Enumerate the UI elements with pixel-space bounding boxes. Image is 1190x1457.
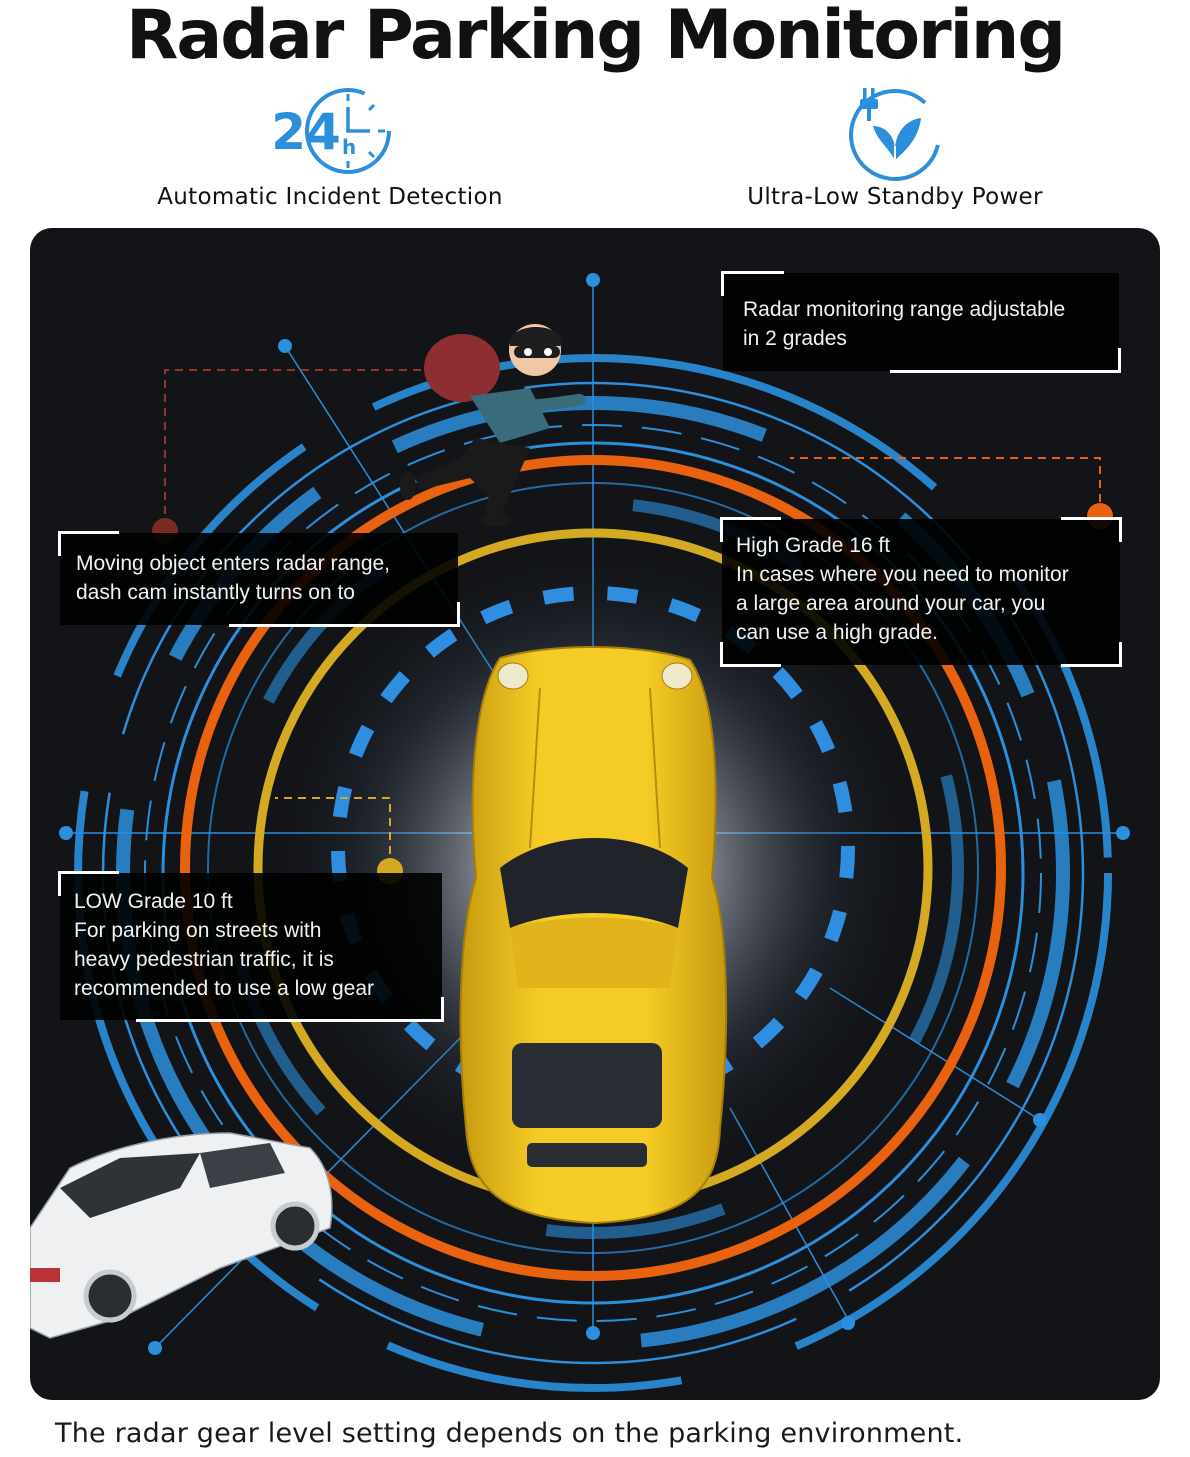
- corner-bracket: [136, 997, 444, 1022]
- callout-text-line: LOW Grade 10 ft: [74, 890, 233, 913]
- callout-connectors: [164, 369, 1101, 868]
- corner-bracket: [58, 871, 119, 896]
- feature-automatic-incident-detection: 24 h Automatic Incident Detection: [140, 84, 520, 210]
- high-grade-ring: [180, 455, 1006, 1281]
- thief-figure: [400, 324, 586, 526]
- corner-bracket: [1061, 642, 1122, 667]
- corner-bracket: [229, 602, 460, 627]
- callout-text-line: High Grade 16 ft: [736, 534, 891, 557]
- clock-24h-number: 24: [271, 103, 341, 161]
- white-car: [30, 1132, 333, 1339]
- inner-blue-rings: [207, 482, 979, 1254]
- yellow-sports-car: [459, 646, 728, 1225]
- corner-bracket: [720, 642, 781, 667]
- feature-ultra-low-standby-power: Ultra-Low Standby Power: [720, 84, 1070, 210]
- corner-bracket: [890, 348, 1121, 373]
- plug-leaf-icon: [849, 88, 941, 181]
- page-title: Radar Parking Monitoring: [126, 0, 1066, 75]
- callout-text-line: in 2 grades: [743, 327, 847, 350]
- callout-radar-range: Radar monitoring range adjustable in 2 g…: [721, 271, 1121, 373]
- callout-text-line: can use a high grade.: [736, 621, 938, 644]
- callout-text-line: recommended to use a low gear: [74, 977, 374, 1000]
- clock-24h-unit: h: [342, 135, 356, 159]
- callout-text-line: dash cam instantly turns on to: [76, 581, 355, 604]
- callout-moving-object: Moving object enters radar range, dash c…: [58, 531, 460, 627]
- callout-text-line: heavy pedestrian traffic, it is: [74, 948, 334, 971]
- corner-bracket: [1061, 517, 1122, 542]
- radar-graphic: [30, 273, 1130, 1392]
- corner-bracket: [721, 271, 784, 296]
- callout-text-line: Radar monitoring range adjustable: [743, 298, 1066, 321]
- callout-text-line: For parking on streets with: [74, 919, 322, 942]
- footer-caption: The radar gear level setting depends on …: [55, 1418, 964, 1449]
- feature-label: Ultra-Low Standby Power: [747, 184, 1043, 210]
- corner-bracket: [58, 531, 119, 556]
- corner-bracket: [720, 517, 781, 542]
- callout-text-line: Moving object enters radar range,: [76, 552, 391, 575]
- callout-text-line: a large area around your car, you: [736, 592, 1046, 615]
- clock-24h-icon: 24 h: [271, 88, 391, 174]
- radar-diagram-panel: Radar monitoring range adjustable in 2 g…: [30, 228, 1160, 1400]
- callout-high-grade: High Grade 16 ft In cases where you need…: [720, 517, 1122, 667]
- feature-label: Automatic Incident Detection: [157, 184, 503, 210]
- callout-text-line: In cases where you need to monitor: [736, 563, 1069, 586]
- callout-low-grade: LOW Grade 10 ft For parking on streets w…: [58, 871, 444, 1022]
